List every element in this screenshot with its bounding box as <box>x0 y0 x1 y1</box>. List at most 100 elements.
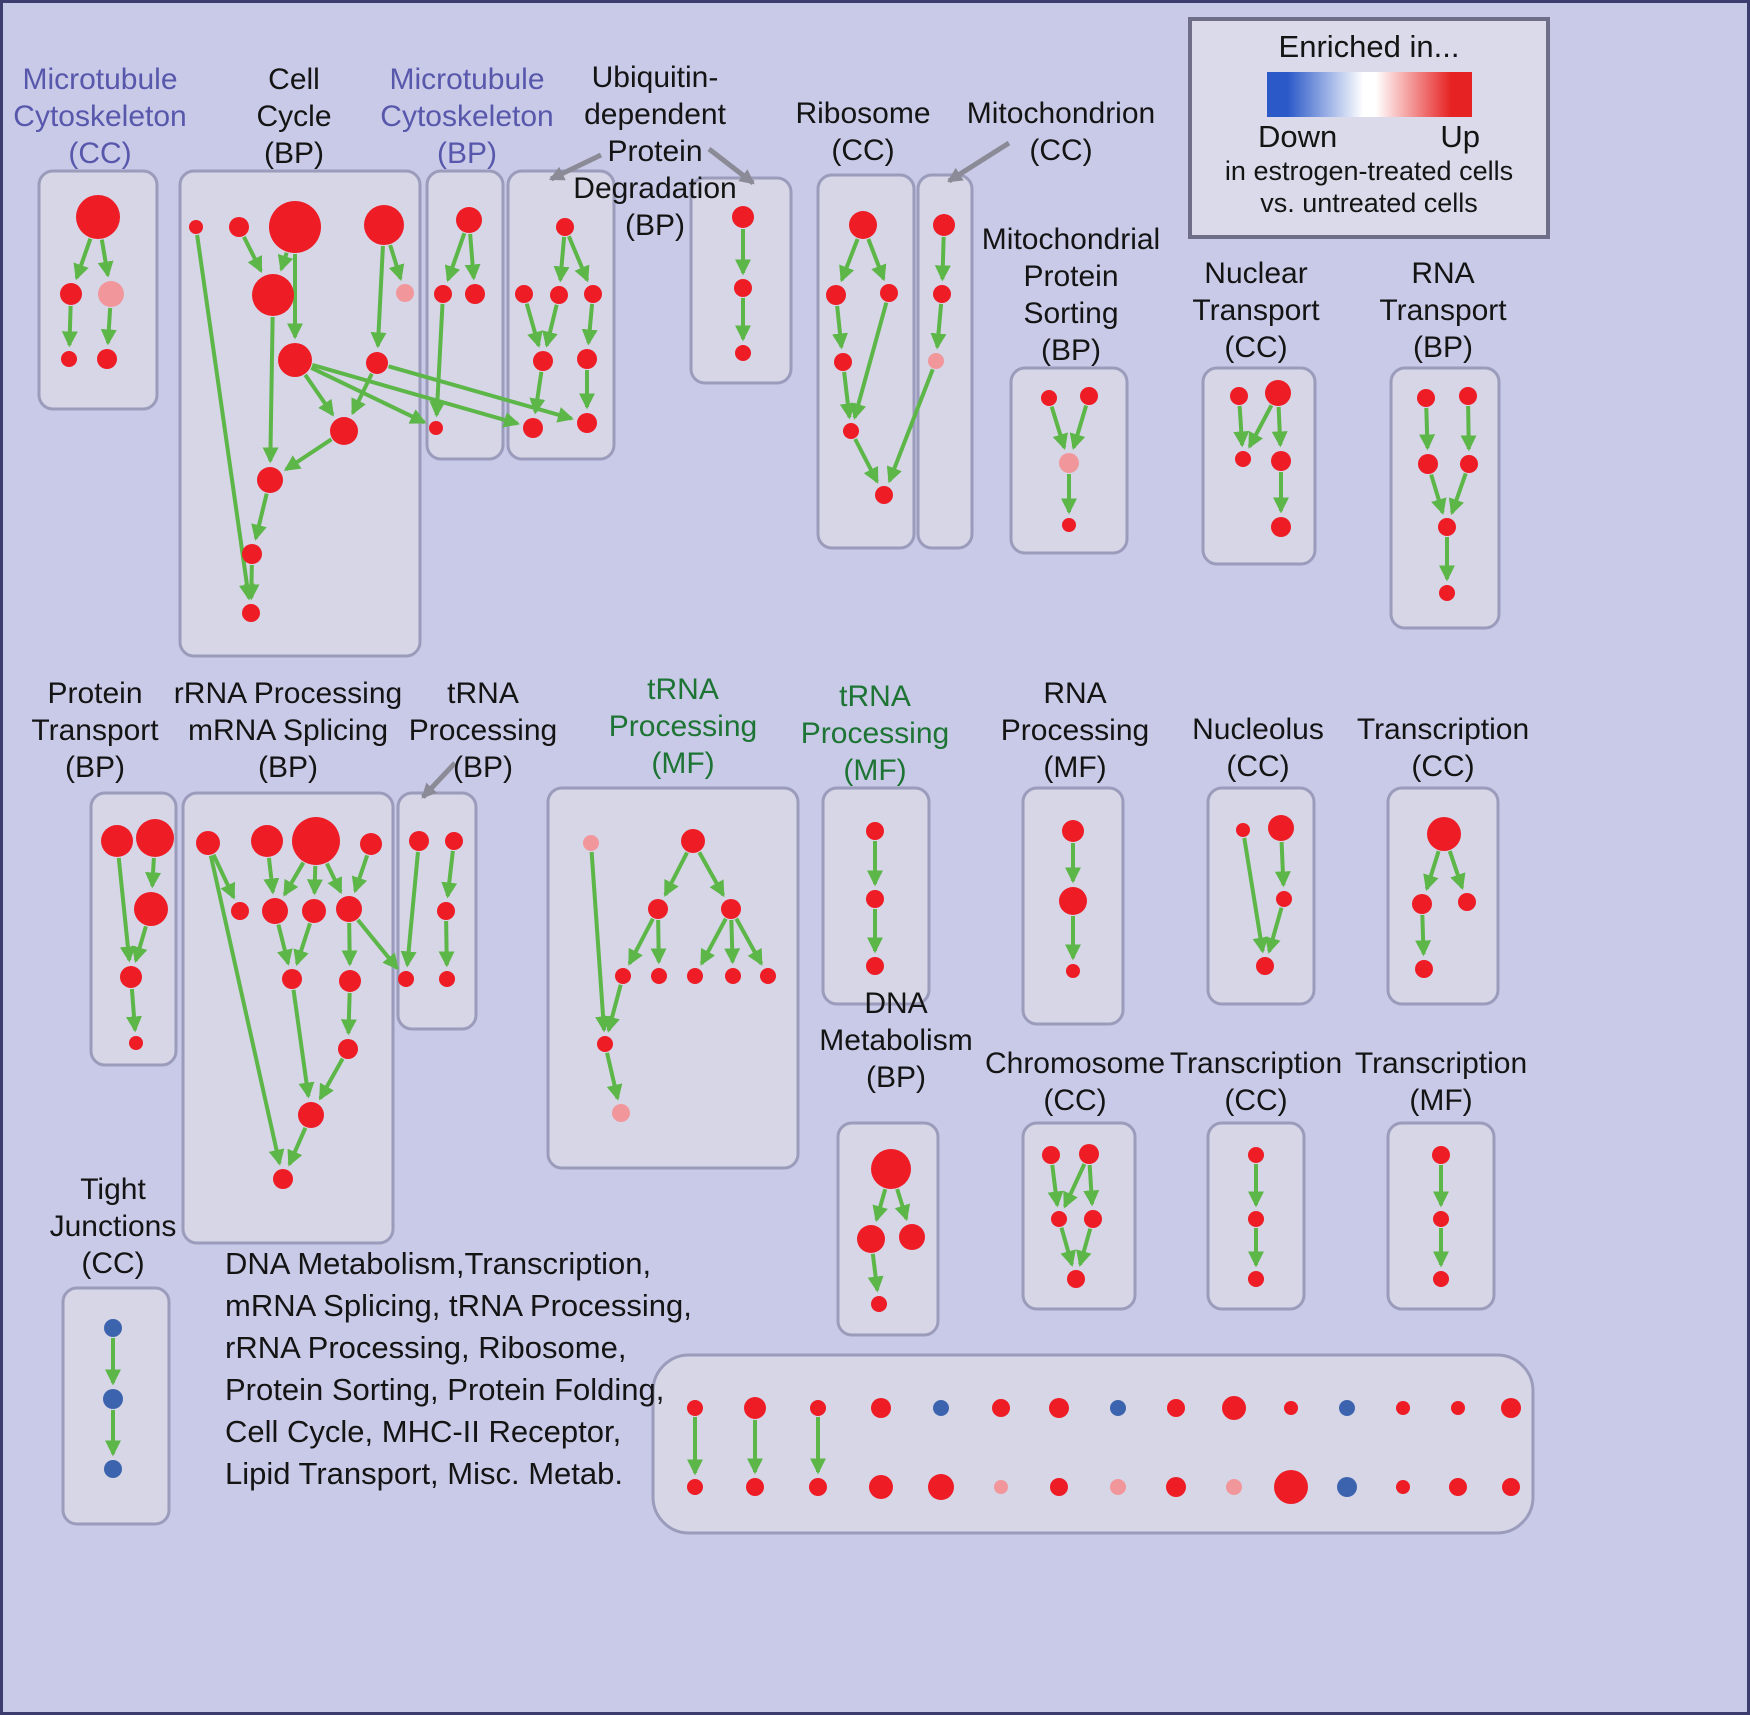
legend-title: Enriched in... <box>1278 29 1460 64</box>
go-term-node <box>928 1474 954 1500</box>
go-term-node <box>1226 1479 1242 1495</box>
go-term-node <box>1059 453 1079 473</box>
go-term-node <box>826 285 846 305</box>
go-term-node <box>257 467 283 493</box>
go-term-node <box>933 285 951 303</box>
go-term-node <box>242 604 260 622</box>
go-term-node <box>136 819 174 857</box>
go-term-node <box>612 1104 630 1122</box>
go-term-node <box>871 1296 887 1312</box>
go-term-node <box>834 353 852 371</box>
edge-arrow <box>464 233 481 281</box>
go-term-node <box>409 831 429 851</box>
edge-arrow <box>1247 404 1274 449</box>
cluster-box-mitochondrion-cc <box>916 173 974 550</box>
go-term-node <box>746 1478 764 1496</box>
edge-arrow <box>145 857 162 889</box>
go-term-node <box>1449 1478 1467 1496</box>
edge-arrow <box>1447 850 1466 891</box>
go-term-node <box>1276 891 1292 907</box>
edge-arrow <box>441 850 458 899</box>
go-term-node <box>810 1400 826 1416</box>
go-term-node <box>1256 957 1274 975</box>
cluster-box-misc-terms <box>651 1353 1535 1535</box>
go-term-node <box>360 833 382 855</box>
go-term-node <box>292 817 340 865</box>
go-term-node <box>725 968 741 984</box>
edge-arrow <box>734 917 763 966</box>
edge-arrow <box>567 235 590 283</box>
legend-updown-row: Down Up <box>1192 119 1546 155</box>
edge-arrow <box>627 917 655 966</box>
edge-arrow <box>663 851 689 897</box>
go-term-node <box>1432 1146 1450 1164</box>
edge-arrow <box>589 851 612 1033</box>
edge-arrow <box>894 1188 911 1222</box>
go-term-node <box>269 201 321 253</box>
edge-arrow <box>400 851 420 968</box>
edge-arrow <box>126 988 142 1033</box>
go-term-node <box>278 343 312 377</box>
go-term-node <box>1166 1477 1186 1497</box>
go-term-node <box>871 1149 911 1189</box>
go-term-node <box>1051 1211 1067 1227</box>
edge-arrow <box>553 236 570 283</box>
go-term-node <box>1439 585 1455 601</box>
go-term-node <box>550 286 568 304</box>
edge-arrow <box>100 307 117 346</box>
edge-arrow <box>1460 405 1477 452</box>
go-term-node <box>434 285 452 303</box>
go-term-node <box>533 351 553 371</box>
go-term-node <box>1268 815 1294 841</box>
layer-edges <box>61 229 1477 1476</box>
go-term-node <box>465 284 485 304</box>
edge-arrow <box>581 303 598 346</box>
go-term-node <box>1451 1401 1465 1415</box>
edge-arrow <box>1419 407 1436 451</box>
edge-arrow <box>388 244 405 281</box>
edge-arrow <box>699 917 728 966</box>
edge-arrow <box>930 303 947 350</box>
go-term-node <box>843 423 859 439</box>
go-term-node <box>302 899 326 923</box>
edge-arrow <box>306 865 323 896</box>
go-term-node <box>1041 390 1057 406</box>
go-term-node <box>437 902 455 920</box>
go-term-node <box>1459 387 1477 405</box>
edge-arrow <box>604 984 623 1033</box>
go-term-node <box>1059 887 1087 915</box>
go-term-node <box>523 418 543 438</box>
edge-arrow <box>850 302 889 420</box>
edge-arrow <box>325 862 343 895</box>
go-term-node <box>1230 387 1248 405</box>
go-term-node <box>1049 1398 1069 1418</box>
go-term-node <box>366 352 388 374</box>
cluster-box-nuclear-transport-cc <box>1201 366 1317 566</box>
go-term-node <box>1458 893 1476 911</box>
edge-arrow <box>1271 406 1288 448</box>
go-term-node <box>866 822 884 840</box>
go-term-node <box>1502 1478 1520 1496</box>
legend-subtitle-line1: in estrogen-treated cells <box>1224 156 1514 186</box>
legend-gradient-bar <box>1266 72 1472 117</box>
edge-arrow <box>370 245 387 349</box>
legend-down-label: Down <box>1258 119 1338 154</box>
go-term-node <box>1337 1477 1357 1497</box>
edge-arrow <box>1083 1164 1100 1207</box>
edge-arrow <box>116 857 136 963</box>
go-term-node <box>456 207 482 233</box>
go-term-node <box>1248 1211 1264 1227</box>
label-pointer-arrow <box>421 761 457 799</box>
edge-arrow <box>1423 850 1441 892</box>
edge-arrow <box>444 232 467 283</box>
edge-arrow <box>1233 405 1250 448</box>
legend-up-label: Up <box>1440 119 1480 154</box>
go-term-node <box>1110 1400 1126 1416</box>
go-term-node <box>866 890 884 908</box>
go-term-node <box>1167 1399 1185 1417</box>
edge-arrow <box>1063 1163 1087 1209</box>
label-pointer-arrow <box>548 152 603 182</box>
go-term-node <box>282 969 302 989</box>
edge-arrow <box>262 316 279 464</box>
edge-arrow <box>724 919 741 965</box>
